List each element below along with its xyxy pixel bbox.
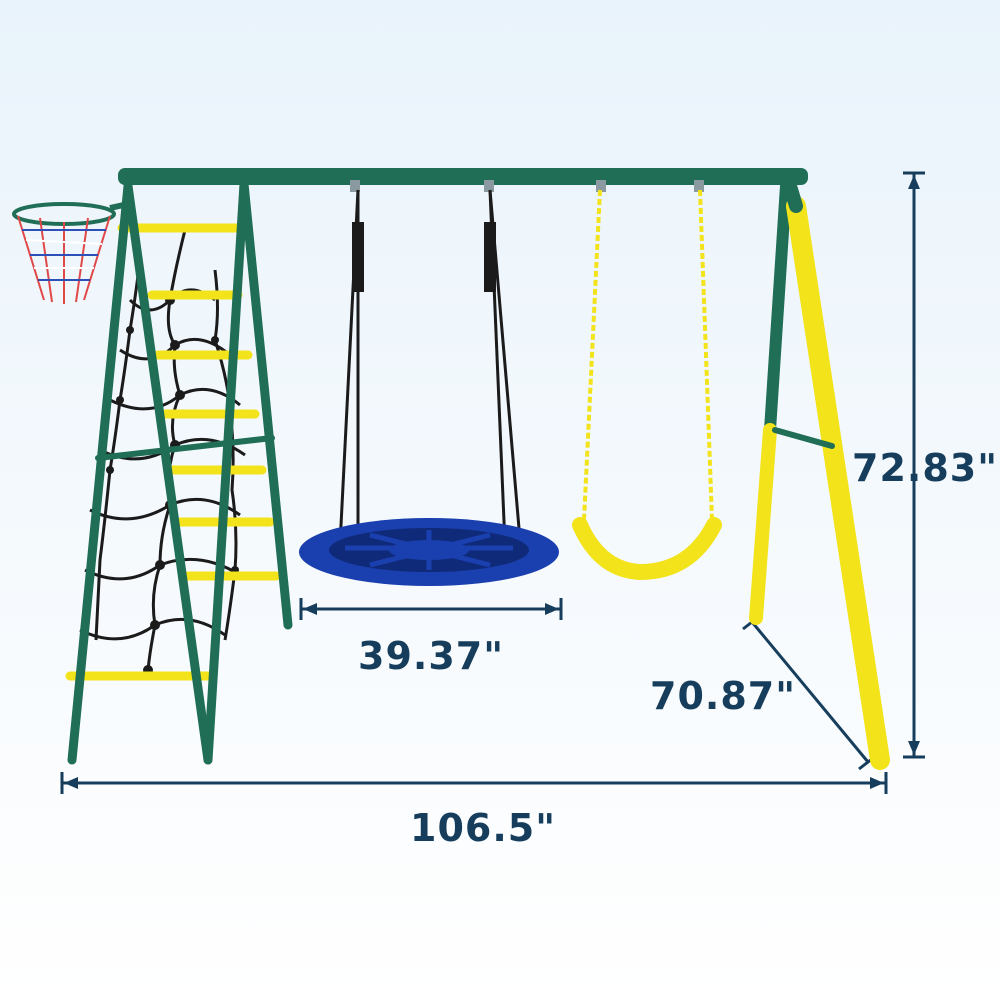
top-beam [118, 168, 808, 185]
belt-swing [572, 189, 722, 581]
dimension-lines [60, 171, 925, 794]
ladder-rungs [65, 223, 281, 681]
width-label: 106.5" [410, 806, 556, 850]
seat-diameter-label: 39.37" [358, 634, 504, 678]
basketball-hoop [12, 201, 129, 304]
height-label: 72.83" [852, 446, 998, 490]
depth-label: 70.87" [650, 674, 796, 718]
saucer-swing [299, 189, 559, 586]
left-frame [67, 179, 293, 765]
beam-brackets [350, 180, 704, 192]
right-frame [749, 179, 890, 770]
